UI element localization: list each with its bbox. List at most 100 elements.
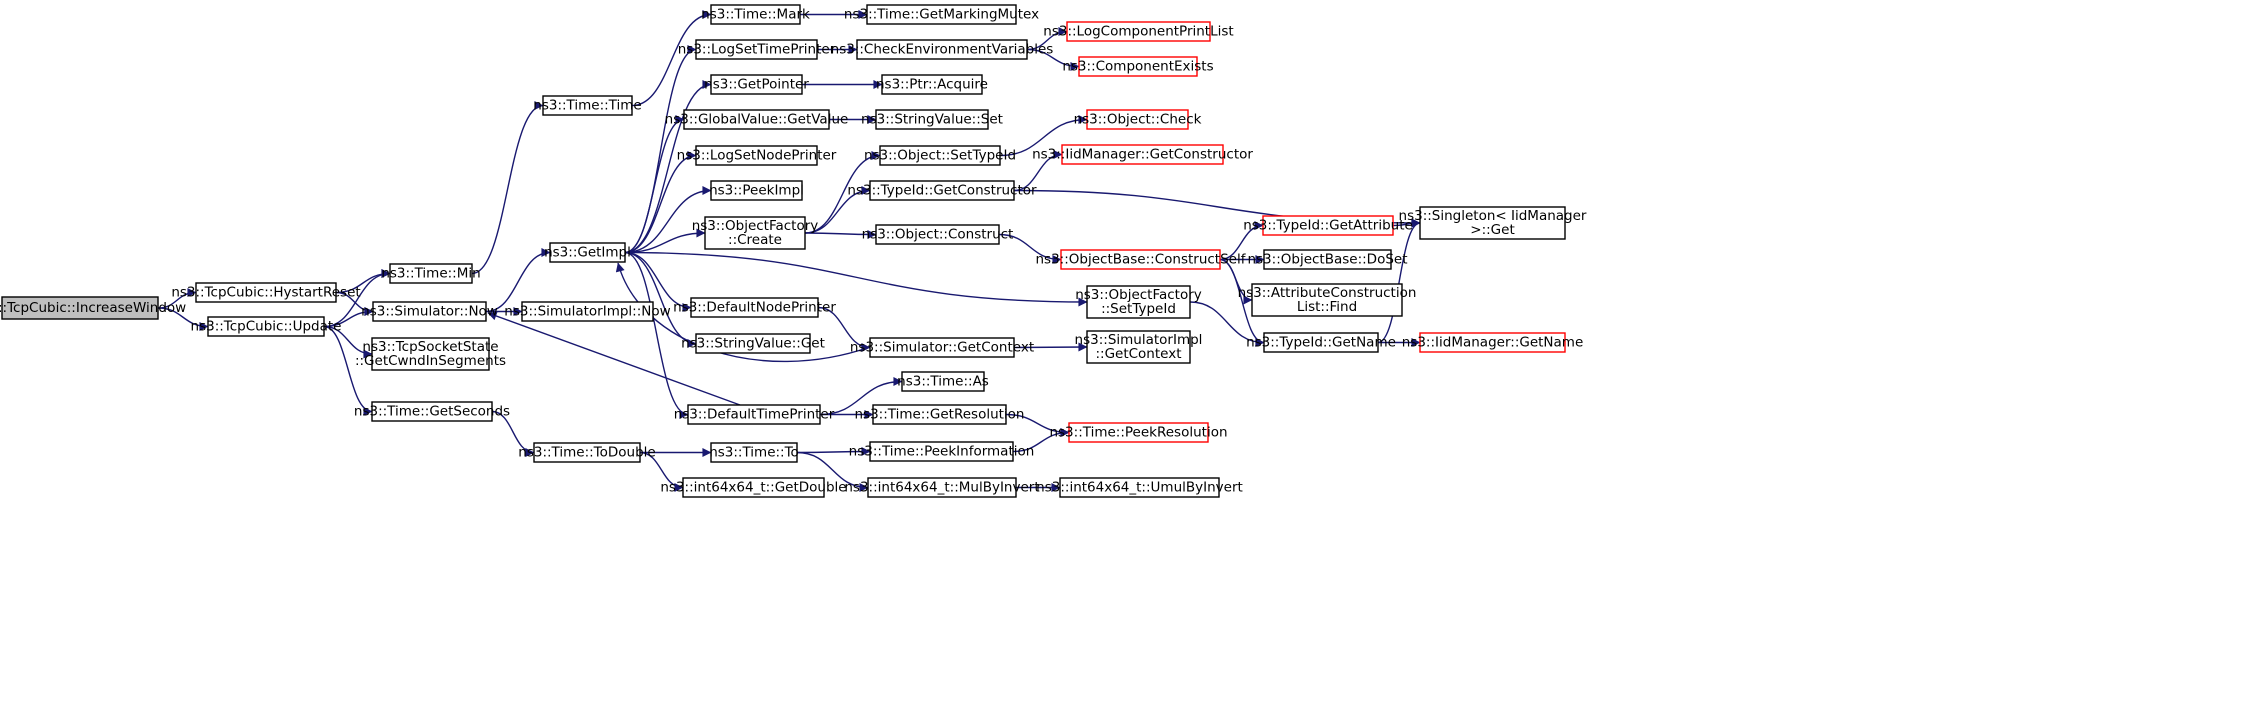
node-ns3-logcomponentprintlist[interactable]: ns3::LogComponentPrintList (1043, 21, 1234, 42)
node-box (695, 145, 818, 166)
node-ns3-time-time[interactable]: ns3::Time::Time (533, 95, 642, 116)
node-ns3-object-check[interactable]: ns3::Object::Check (1074, 109, 1202, 130)
node-label: ns3::int64x64_t::UmulByInvert (1036, 480, 1243, 496)
node-box (1086, 109, 1189, 130)
node-ns3-defaultnodeprinter[interactable]: ns3::DefaultNodePrinter (673, 297, 836, 318)
node-ns3-getpointer[interactable]: ns3::GetPointer (704, 74, 809, 95)
node-ns3-time-to[interactable]: ns3::Time::To (709, 442, 799, 463)
node-label: ns3::int64x64_t::MulByInvert (844, 480, 1039, 496)
node-ns3-ptr-acquire[interactable]: ns3::Ptr::Acquire (876, 74, 988, 95)
node-ns3-typeid-getconstructor[interactable]: ns3::TypeId::GetConstructor (847, 180, 1037, 201)
node-ns3-objectbase-doset[interactable]: ns3::ObjectBase::DoSet (1247, 249, 1408, 270)
node-ns3-globalvalue-getvalue[interactable]: ns3::GlobalValue::GetValue (665, 109, 849, 130)
edge-deftimeprinter-to-simnow (487, 311, 741, 406)
node-box (682, 477, 825, 498)
node-label: ns3::int64x64_t::GetDouble (660, 480, 846, 496)
node-ns3-tcpsocketstate-getcwndinsegments[interactable]: ns3::TcpSocketState::GetCwndInSegments (355, 337, 506, 371)
node-label: ns3::LogSetTimePrinter (678, 42, 836, 58)
node-box (1262, 215, 1394, 236)
node-box (1086, 330, 1191, 364)
node-ns3-time-todouble[interactable]: ns3::Time::ToDouble (518, 442, 656, 463)
node-label: ns3::Time::Mark (701, 7, 810, 23)
node-ns3-getimpl[interactable]: ns3::GetImpl (544, 242, 631, 263)
node-ns3-time-getseconds[interactable]: ns3::Time::GetSeconds (354, 401, 510, 422)
node-box (1251, 283, 1403, 317)
node-ns3-time-as[interactable]: ns3::Time::As (897, 371, 989, 392)
edge-objsettypeid-to-objcheck (999, 115, 1088, 157)
node-box (1078, 56, 1198, 77)
function-nodes: ns3::TcpCubic::IncreaseWindowns3::TcpCub… (0, 4, 1587, 498)
node-ns3-int64x64-t-umulbyinvert[interactable]: ns3::int64x64_t::UmulByInvert (1036, 477, 1243, 498)
node-ns3-tcpcubic-increasewindow[interactable]: ns3::TcpCubic::IncreaseWindow (0, 296, 186, 320)
node-ns3-simulator-now[interactable]: ns3::Simulator::Now (361, 301, 498, 322)
edge-getimpl-to-objfactsettypeid (624, 251, 1088, 307)
node-ns3-time-mark[interactable]: ns3::Time::Mark (701, 4, 810, 25)
node-ns3-singleton-iidmanager-get[interactable]: ns3::Singleton< IidManager >::Get (1399, 206, 1587, 240)
node-label: ns3::CheckEnvironmentVariables (831, 42, 1054, 58)
node-label: ns3::Time::GetMarkingMutex (844, 7, 1039, 23)
edge-getseconds-to-todouble (491, 410, 535, 457)
node-label: ::Create (728, 232, 782, 248)
node-ns3-objectbase-constructself[interactable]: ns3::ObjectBase::ConstructSelf (1036, 249, 1247, 270)
node-ns3-peekimpl[interactable]: ns3::PeekImpl (709, 180, 804, 201)
node-box (1263, 332, 1379, 353)
node-ns3-int64x64-t-getdouble[interactable]: ns3::int64x64_t::GetDouble (660, 477, 847, 498)
node-ns3-typeid-getattribute[interactable]: ns3::TypeId::GetAttribute (1243, 215, 1413, 236)
node-label: ns3::Simulator::Now (361, 304, 498, 320)
node-box (1263, 249, 1392, 270)
node-box (710, 74, 803, 95)
node-ns3-objectfactory-create[interactable]: ns3::ObjectFactory::Create (692, 216, 819, 250)
node-label: ns3::Time::Time (533, 98, 641, 114)
node-ns3-simulatorimpl-now[interactable]: ns3::SimulatorImpl::Now (504, 301, 671, 322)
node-box (866, 4, 1017, 25)
node-ns3-int64x64-t-mulbyinvert[interactable]: ns3::int64x64_t::MulByInvert (844, 477, 1040, 498)
edge-objfactsettypeid-to-typeidgetname (1189, 301, 1265, 347)
node-ns3-time-getmarkingmutex[interactable]: ns3::Time::GetMarkingMutex (844, 4, 1039, 25)
edge-typeidgetctor-to-iidgetctor (1013, 150, 1063, 192)
node-ns3-logsetnodeprinter[interactable]: ns3::LogSetNodePrinter (677, 145, 837, 166)
node-ns3-tcpcubic-update[interactable]: ns3::TcpCubic::Update (191, 316, 342, 337)
node-label: ns3::Time::GetResolution (854, 407, 1024, 423)
edge-typeidgetname-to-singletonget (1377, 218, 1421, 344)
node-ns3-simulatorimpl-getcontext[interactable]: ns3::SimulatorImpl::GetContext (1075, 330, 1203, 364)
node-box (533, 442, 641, 463)
edge-simgetcontext-to-simimplgetcontext (1013, 342, 1088, 352)
node-ns3-time-peekinformation[interactable]: ns3::Time::PeekInformation (849, 441, 1035, 462)
node-ns3-defaulttimeprinter[interactable]: ns3::DefaultTimePrinter (674, 404, 835, 425)
node-ns3-objectfactory-settypeid[interactable]: ns3::ObjectFactory::SetTypeId (1075, 285, 1202, 319)
node-label: ns3::Object::SetTypeId (864, 148, 1016, 164)
node-ns3-iidmanager-getname[interactable]: ns3::IidManager::GetName (1402, 332, 1584, 353)
node-ns3-stringvalue-get[interactable]: ns3::StringValue::Get (681, 333, 825, 354)
node-ns3-object-settypeid[interactable]: ns3::Object::SetTypeId (864, 145, 1016, 166)
node-ns3-checkenvironmentvariables[interactable]: ns3::CheckEnvironmentVariables (831, 39, 1054, 60)
node-ns3-object-construct[interactable]: ns3::Object::Construct (862, 224, 1014, 245)
node-label: ns3::ObjectFactory (1075, 287, 1202, 303)
node-ns3-iidmanager-getconstructor[interactable]: ns3::IidManager::GetConstructor (1032, 144, 1253, 165)
node-label: ns3::Time::PeekInformation (849, 444, 1035, 460)
node-label: >::Get (1470, 222, 1514, 238)
node-label: ns3::Ptr::Acquire (876, 77, 988, 93)
node-label: ns3::AttributeConstruction (1238, 285, 1417, 301)
edge-update-to-tcpsock (323, 325, 373, 359)
node-label: ::SetTypeId (1101, 301, 1176, 317)
node-label: ns3::ComponentExists (1062, 59, 1213, 75)
node-box (1061, 144, 1224, 165)
node-ns3-componentexists[interactable]: ns3::ComponentExists (1062, 56, 1214, 77)
node-ns3-simulator-getcontext[interactable]: ns3::Simulator::GetContext (850, 337, 1034, 358)
node-box (371, 401, 493, 422)
edge-timeto-to-timepeekinfo (796, 447, 871, 457)
node-ns3-logsettimeprinter[interactable]: ns3::LogSetTimePrinter (678, 39, 836, 60)
node-ns3-typeid-getname[interactable]: ns3::TypeId::GetName (1246, 332, 1396, 353)
node-box (549, 242, 626, 263)
node-ns3-time-getresolution[interactable]: ns3::Time::GetResolution (854, 404, 1025, 425)
node-label: ns3::Time::Min (381, 266, 480, 282)
edge-root-to-update (157, 307, 209, 331)
node-ns3-stringvalue-set[interactable]: ns3::StringValue::Set (861, 109, 1003, 130)
node-ns3-time-min[interactable]: ns3::Time::Min (381, 263, 481, 284)
node-label: ns3::Time::As (897, 374, 989, 390)
node-ns3-time-peekresolution[interactable]: ns3::Time::PeekResolution (1049, 422, 1228, 443)
node-box (867, 477, 1017, 498)
node-ns3-tcpcubic-hystartreset[interactable]: ns3::TcpCubic::HystartReset (171, 282, 361, 303)
